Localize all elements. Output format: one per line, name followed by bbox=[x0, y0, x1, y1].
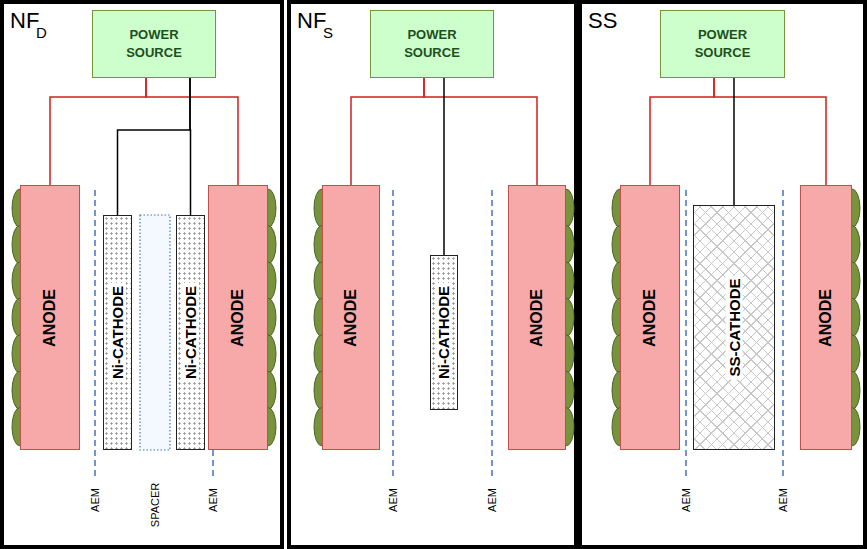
wire bbox=[118, 78, 191, 215]
wire bbox=[146, 78, 238, 185]
power-source-box: POWER SOURCE bbox=[660, 10, 785, 78]
electrode-label: Ni-CATHODE bbox=[182, 283, 199, 382]
cathode-electrode: SS-CATHODE bbox=[693, 205, 775, 450]
panel-title: SS bbox=[588, 8, 617, 34]
panel-frame bbox=[289, 2, 576, 547]
wire bbox=[443, 78, 445, 255]
panel-title: NF bbox=[297, 8, 326, 34]
wire bbox=[189, 78, 191, 215]
panel-title: NF bbox=[10, 8, 39, 34]
electrode-label: ANODE bbox=[641, 289, 659, 347]
anode-electrode: ANODE bbox=[20, 185, 80, 450]
power-source-box: POWER SOURCE bbox=[370, 10, 494, 78]
electrode-label: Ni-CATHODE bbox=[109, 283, 126, 382]
cathode-electrode: Ni-CATHODE bbox=[103, 215, 132, 450]
part-label: AEM bbox=[777, 488, 789, 512]
part-label: AEM bbox=[680, 488, 692, 512]
anode-electrode: ANODE bbox=[508, 185, 566, 450]
wire bbox=[650, 78, 714, 185]
wire bbox=[714, 78, 826, 185]
electrode-label: Ni-CATHODE bbox=[436, 283, 453, 382]
part-label: AEM bbox=[207, 488, 219, 512]
box-label: POWER SOURCE bbox=[683, 26, 763, 61]
anode-electrode: ANODE bbox=[800, 185, 852, 450]
power-source-box: POWER SOURCE bbox=[92, 10, 216, 78]
panel-title: S bbox=[323, 24, 333, 41]
cathode-electrode: Ni-CATHODE bbox=[430, 255, 458, 410]
box-label: POWER SOURCE bbox=[392, 26, 472, 61]
electrode-label: ANODE bbox=[229, 289, 247, 347]
wire bbox=[50, 78, 146, 185]
part-label: AEM bbox=[387, 488, 399, 512]
panel-title: D bbox=[36, 24, 47, 41]
spacer bbox=[140, 215, 170, 450]
part-label: AEM bbox=[486, 488, 498, 512]
cathode-electrode: Ni-CATHODE bbox=[176, 215, 205, 450]
electrode-label: ANODE bbox=[342, 289, 360, 347]
electrode-label: ANODE bbox=[817, 289, 835, 347]
panel-frame bbox=[580, 2, 865, 547]
electrode-label: ANODE bbox=[528, 289, 546, 347]
part-label: AEM bbox=[89, 488, 101, 512]
wire bbox=[351, 78, 424, 185]
box-label: POWER SOURCE bbox=[114, 26, 194, 61]
electrode-label: ANODE bbox=[41, 289, 59, 347]
panel-frame bbox=[2, 2, 282, 547]
wire bbox=[424, 78, 537, 185]
wire bbox=[733, 78, 735, 205]
electrode-label: SS-CATHODE bbox=[726, 275, 743, 379]
anode-electrode: ANODE bbox=[322, 185, 380, 450]
part-label: SPACER bbox=[149, 483, 161, 527]
anode-electrode: ANODE bbox=[208, 185, 268, 450]
anode-electrode: ANODE bbox=[620, 185, 680, 450]
